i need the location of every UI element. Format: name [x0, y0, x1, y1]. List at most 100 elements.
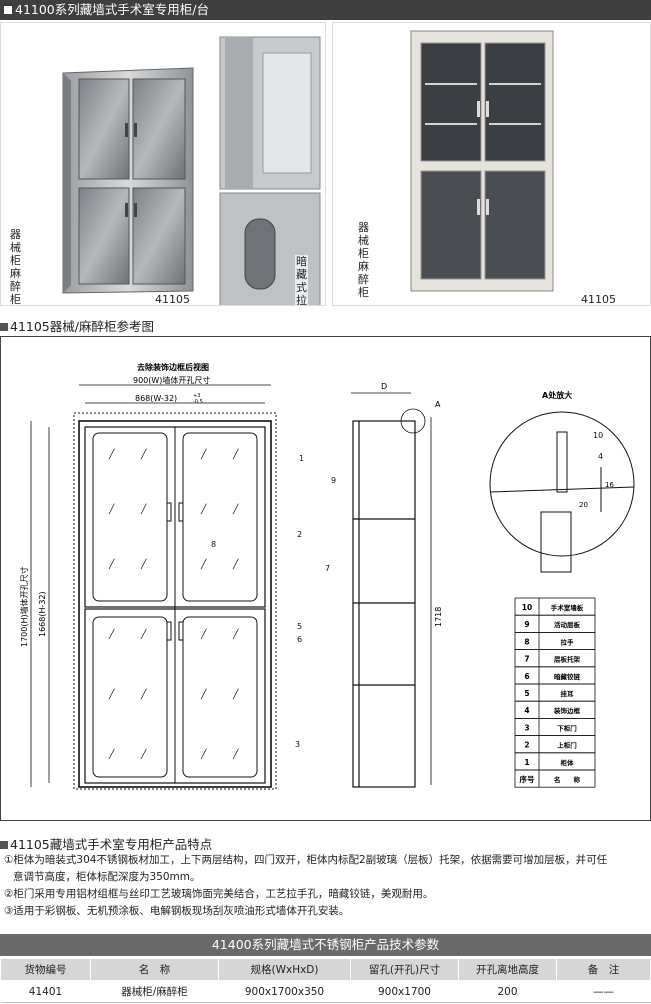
feature-item-3: ③适用于彩钢板、无机预涂板、电解钢板现场刮灰喷油形式墙体开孔安装。 — [4, 905, 350, 917]
parts-table-name: 暗藏铰链 — [554, 672, 581, 681]
parts-table-no: 2 — [524, 741, 529, 750]
callout-6: 6 — [297, 635, 302, 644]
header-height: 开孔离地高度 — [458, 958, 557, 981]
technical-drawing: ╱╱╱╱ ╱╱╱╱ ╱╱╱╱ ╱╱╱╱ ╱╱╱╱ ╱╱╱╱ 去除装饰边框后视图 … — [0, 336, 651, 821]
svg-text:╱: ╱ — [140, 503, 147, 515]
square-bullet-icon — [0, 841, 8, 849]
parts-table-no: 序号 — [520, 774, 535, 784]
callout-4: 4 — [598, 452, 603, 461]
callout-2: 2 — [297, 530, 302, 539]
features-section-title: 41105藏墙式手术室专用柜产品特点 — [0, 834, 212, 853]
dim-inner-height: 1668(H-32) — [38, 591, 47, 637]
parts-table-name: 活动层板 — [554, 620, 581, 629]
page-title: 41100系列藏墙式手术室专用柜/台 — [15, 2, 209, 17]
svg-text:╱: ╱ — [108, 688, 115, 700]
svg-text:╱: ╱ — [200, 748, 207, 760]
detail-title: A处放大 — [542, 390, 572, 400]
feature-item-1: ①柜体为暗装式304不锈钢板材加工，上下两层结构，四门双开，柜体内标配2副玻璃（… — [4, 854, 608, 866]
callout-8: 8 — [211, 540, 216, 549]
front-view-title: 去除装饰边框后视图 — [137, 362, 209, 372]
dim-side-depth: D — [381, 382, 387, 391]
dim-inner-tol-bottom: -0.5 — [193, 399, 203, 405]
callout-1: 1 — [299, 454, 304, 463]
parts-table-name: 名 称 — [554, 775, 581, 784]
svg-text:╱: ╱ — [232, 503, 239, 515]
parts-table-no: 4 — [524, 706, 529, 715]
parts-table-name: 下柜门 — [557, 723, 577, 732]
svg-text:╱: ╱ — [108, 628, 115, 640]
model-label-left: 41105 — [155, 293, 190, 306]
header-spec: 规格(WxHxD) — [218, 958, 351, 981]
svg-text:╱: ╱ — [200, 688, 207, 700]
dim-inner-tol-top: +3 — [193, 393, 200, 399]
feature-item-1-cont: 意调节高度，柜体标配深度为350mm。 — [13, 871, 201, 883]
parts-table-no: 10 — [522, 603, 532, 612]
svg-text:╱: ╱ — [200, 558, 207, 570]
square-bullet-icon — [4, 6, 12, 14]
header-name: 名 称 — [90, 958, 219, 981]
dim-inner-width: 868(W-32) — [135, 394, 177, 403]
parts-table-no: 6 — [524, 672, 529, 681]
callout-5: 5 — [297, 622, 302, 631]
table-row: 41401 器械柜/麻醉柜 900x1700x350 900x1700 200 … — [0, 980, 651, 1003]
parts-table-no: 8 — [524, 637, 529, 646]
cell-hole: 900x1700 — [350, 980, 459, 1003]
svg-text:╱: ╱ — [232, 748, 239, 760]
cabinet-photo-left — [1, 23, 325, 305]
parts-table-no: 5 — [524, 689, 529, 698]
svg-text:╱: ╱ — [108, 748, 115, 760]
drawing-section-title: 41105器械/麻醉柜参考图 — [0, 316, 154, 335]
cell-height: 200 — [458, 980, 557, 1003]
svg-text:╱: ╱ — [200, 628, 207, 640]
parts-table-no: 1 — [524, 758, 529, 767]
callout-10: 10 — [593, 431, 603, 440]
photo-left: 器械柜麻醉柜 41105 暗藏式拉手 — [0, 22, 326, 306]
parts-table-name: 挂耳 — [561, 689, 575, 698]
parts-table-name: 上柜门 — [557, 741, 577, 750]
header-code: 货物编号 — [0, 958, 91, 981]
svg-text:╱: ╱ — [232, 628, 239, 640]
photo-right: 器械柜麻醉柜 41105 — [332, 22, 651, 306]
header-hole: 留孔(开孔)尺寸 — [350, 958, 459, 981]
cell-note: —— — [556, 980, 651, 1003]
dim-overall-width: 900(W)墙体开孔尺寸 — [133, 375, 210, 385]
side-label-left: 器械柜麻醉柜 — [10, 228, 21, 306]
cabinet-photo-right — [333, 23, 650, 305]
svg-text:╱: ╱ — [232, 688, 239, 700]
hidden-handle-label: 暗藏式拉手 — [295, 255, 308, 305]
svg-text:╱: ╱ — [140, 628, 147, 640]
svg-text:╱: ╱ — [200, 448, 207, 460]
parts-table-no: 3 — [524, 723, 529, 732]
spec-table-header-row: 货物编号 名 称 规格(WxHxD) 留孔(开孔)尺寸 开孔离地高度 备 注 — [0, 958, 651, 981]
parts-table-name: 层板托架 — [553, 655, 581, 664]
dim-outer-height: 1700(H)墙体开孔尺寸 — [19, 566, 29, 647]
side-label-right: 器械柜麻醉柜 — [358, 221, 369, 299]
callout-7: 7 — [325, 564, 330, 573]
svg-text:╱: ╱ — [140, 688, 147, 700]
svg-text:╱: ╱ — [140, 748, 147, 760]
svg-text:╱: ╱ — [232, 558, 239, 570]
svg-text:╱: ╱ — [140, 448, 147, 460]
features-list: ①柜体为暗装式304不锈钢板材加工，上下两层结构，四门双开，柜体内标配2副玻璃（… — [0, 852, 651, 920]
dim-side-height: 1718 — [434, 607, 443, 627]
page-title-bar: 41100系列藏墙式手术室专用柜/台 — [0, 0, 651, 20]
callout-3: 3 — [295, 740, 300, 749]
spec-table-title: 41400系列藏墙式不锈钢柜产品技术参数 — [0, 934, 651, 956]
cell-code: 41401 — [0, 980, 91, 1003]
parts-table-name: 装饰边框 — [553, 706, 581, 715]
callout-a: A — [435, 400, 441, 409]
callout-9: 9 — [331, 476, 336, 485]
parts-table-no: 9 — [524, 620, 529, 629]
header-note: 备 注 — [556, 958, 651, 981]
svg-text:╱: ╱ — [108, 558, 115, 570]
detail-dim-16: 16 — [605, 481, 614, 489]
cell-name: 器械柜/麻醉柜 — [90, 980, 219, 1003]
spec-table: 货物编号 名 称 规格(WxHxD) 留孔(开孔)尺寸 开孔离地高度 备 注 4… — [0, 958, 651, 1003]
svg-text:╱: ╱ — [200, 503, 207, 515]
parts-table-name: 柜体 — [560, 758, 575, 767]
model-label-right: 41105 — [581, 293, 616, 306]
cell-spec: 900x1700x350 — [218, 980, 351, 1003]
svg-text:╱: ╱ — [232, 448, 239, 460]
parts-table-row — [514, 769, 596, 788]
